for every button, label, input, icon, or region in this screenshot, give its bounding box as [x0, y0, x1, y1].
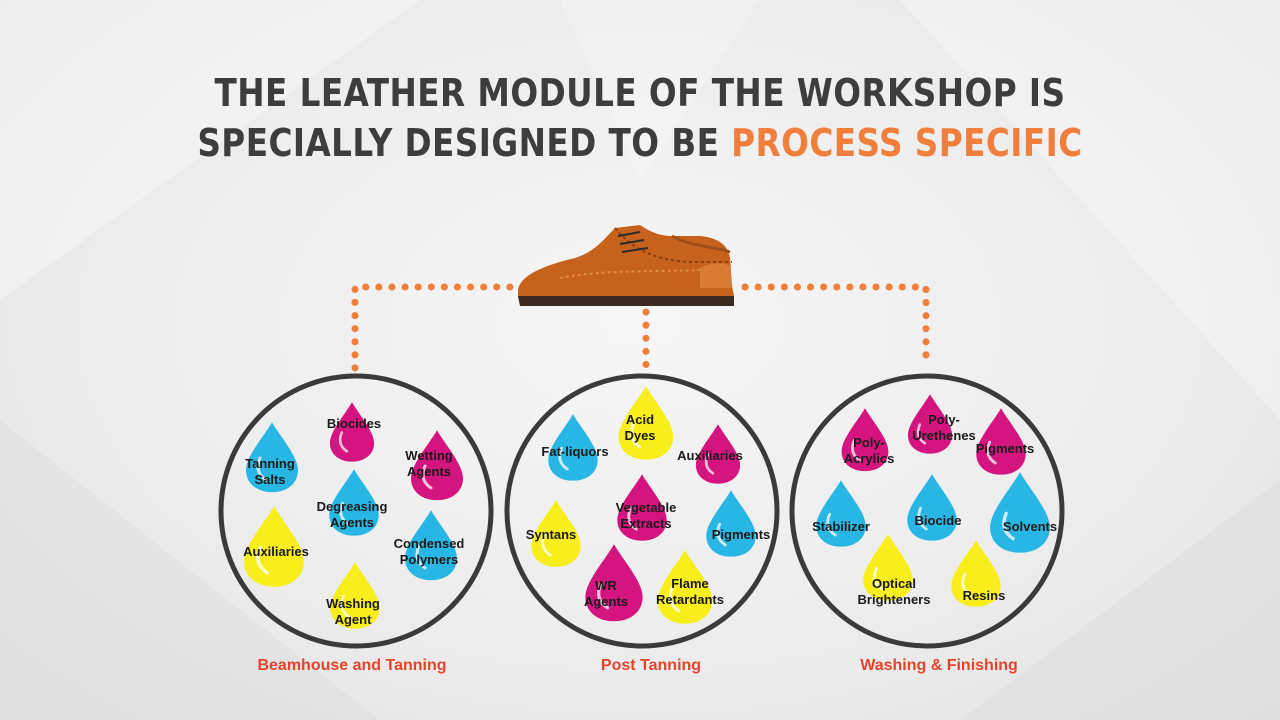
drop-label-poly-urethenes: Poly- Urethenes	[912, 412, 976, 443]
drop-label-optical-brighteners: Optical Brighteners	[857, 576, 931, 607]
drop-icon-degreasing-agents	[329, 469, 379, 536]
group-label-post-tanning: Post Tanning	[600, 657, 702, 674]
drop-label-degreasing-agents: Degreasing Agents	[316, 499, 388, 530]
drop-label-syntans: Syntans	[525, 527, 577, 542]
drop-label-pigments: Pigments	[975, 441, 1035, 456]
drop-label-flame-retardants: Flame Retardants	[656, 576, 724, 607]
drop-icon-flame-retardants	[657, 550, 713, 624]
drop-icon-pigments	[706, 490, 756, 557]
drop-label-wr-agents: WR Agents	[583, 578, 629, 609]
title-line-1: THE LEATHER MODULE OF THE WORKSHOP IS	[214, 71, 1066, 115]
drop-icon-auxiliaries	[244, 506, 304, 587]
connector-lines	[351, 283, 930, 372]
drop-icon-resins	[951, 540, 1001, 607]
drop-label-wetting-agents: Wetting Agents	[405, 448, 453, 479]
drop-icon-stabilizer	[816, 480, 866, 547]
connector-right	[741, 283, 930, 372]
drop-label-washing-agent: Washing Agent	[326, 596, 380, 627]
drop-icon-auxiliaries	[695, 424, 741, 484]
leather-shoe-icon	[518, 225, 734, 306]
drop-label-auxiliaries: Auxiliaries	[677, 448, 743, 463]
drop-icon-tanning-salts	[246, 422, 298, 493]
group-label-washing-finishing: Washing & Finishing	[860, 657, 1018, 674]
drop-icon-wr-agents	[585, 544, 643, 622]
drop-label-resins: Resins	[962, 588, 1006, 603]
drop-icon-fat-liquors	[548, 414, 598, 481]
drop-label-solvents: Solvents	[1002, 519, 1058, 534]
drop-label-biocides: Biocides	[326, 416, 382, 431]
connector-left	[351, 283, 524, 372]
drop-label-auxiliaries: Auxiliaries	[243, 544, 309, 559]
drop-icon-condensed-polymers	[405, 510, 457, 581]
drop-icon-pigments	[976, 408, 1026, 475]
drop-icon-syntans	[531, 500, 581, 567]
circle-washing-finishing	[789, 373, 1065, 649]
group-label-beamhouse: Beamhouse and Tanning	[257, 657, 447, 674]
drop-icon-poly-acrylics	[841, 408, 889, 472]
drop-label-fat-liquors: Fat-liquors	[541, 444, 609, 459]
title-accent: PROCESS SPECIFIC	[731, 121, 1083, 165]
drop-icon-biocides	[329, 402, 375, 462]
drop-icon-vegetable-extracts	[617, 474, 667, 541]
drop-icon-wetting-agents	[411, 430, 463, 501]
drop-label-condensed-polymers: Condensed Polymers	[393, 536, 465, 567]
drop-label-biocide: Biocide	[914, 513, 962, 528]
drop-label-acid-dyes: Acid Dyes	[624, 412, 656, 443]
drop-icon-biocide	[907, 474, 957, 541]
drop-label-poly-acrylics: Poly- Acrylics	[843, 435, 895, 466]
drop-label-pigments: Pigments	[711, 527, 771, 542]
drop-label-vegetable-extracts: Vegetable Extracts	[615, 500, 677, 531]
drop-icon-optical-brighteners	[863, 534, 913, 601]
drop-icon-acid-dyes	[618, 386, 674, 460]
circle-beamhouse	[218, 373, 494, 649]
chemical-drops	[244, 386, 1050, 629]
title-line-2-plain: SPECIALLY DESIGNED TO BE	[197, 121, 732, 165]
drop-label-stabilizer: Stabilizer	[812, 519, 870, 534]
drop-icon-solvents	[990, 472, 1050, 553]
circle-post-tanning	[504, 373, 780, 649]
page-title: THE LEATHER MODULE OF THE WORKSHOP IS SP…	[90, 68, 1191, 168]
title-line-2: SPECIALLY DESIGNED TO BE PROCESS SPECIFI…	[90, 118, 1191, 168]
drop-label-tanning-salts: Tanning Salts	[245, 456, 295, 487]
drop-icon-washing-agent	[330, 562, 380, 629]
drop-icon-poly-urethenes	[907, 394, 953, 454]
